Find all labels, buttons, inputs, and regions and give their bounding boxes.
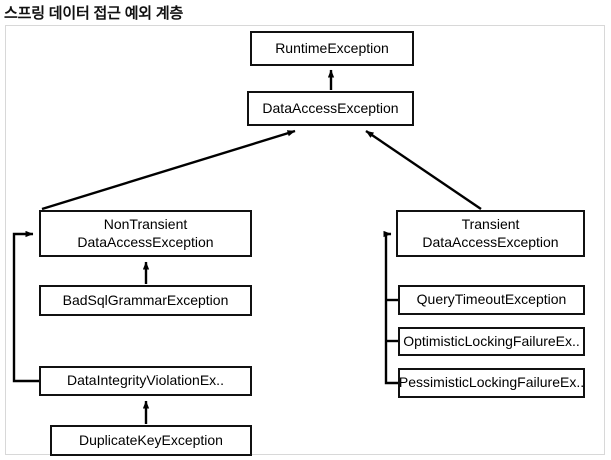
node-transient-data-access-exception[interactable]: Transient DataAccessException (396, 210, 585, 257)
node-label: QueryTimeoutException (416, 291, 567, 308)
node-label: RuntimeException (275, 39, 389, 56)
node-non-transient-data-access-exception[interactable]: NonTransient DataAccessException (39, 210, 252, 257)
edge-transient-to-dataaccess (365, 130, 482, 210)
node-optimistic-locking-failure-exception[interactable]: OptimisticLockingFailureEx.. (398, 327, 585, 356)
node-label: Transient DataAccessException (422, 216, 559, 250)
node-query-timeout-exception[interactable]: QueryTimeoutException (398, 285, 585, 315)
page-title: 스프링 데이터 접근 예외 계층 (4, 5, 184, 22)
edge-transient-trunk (383, 230, 398, 385)
edge-dataintegrity-to-nontransient (12, 230, 39, 383)
node-duplicate-key-exception[interactable]: DuplicateKeyException (50, 425, 252, 456)
node-label: PessimisticLockingFailureEx.. (398, 374, 585, 391)
node-label: NonTransient DataAccessException (77, 216, 214, 250)
node-label: DataIntegrityViolationEx.. (67, 372, 224, 389)
node-label: DataAccessException (262, 99, 399, 116)
node-data-access-exception[interactable]: DataAccessException (247, 91, 414, 126)
node-runtime-exception[interactable]: RuntimeException (250, 31, 414, 66)
node-label: BadSqlGrammarException (62, 291, 229, 308)
node-pessimistic-locking-failure-exception[interactable]: PessimisticLockingFailureEx.. (398, 368, 585, 398)
node-bad-sql-grammar-exception[interactable]: BadSqlGrammarException (39, 285, 252, 316)
node-label: DuplicateKeyException (79, 431, 223, 448)
node-label: OptimisticLockingFailureEx.. (403, 332, 580, 349)
node-data-integrity-violation-exception[interactable]: DataIntegrityViolationEx.. (39, 366, 252, 396)
edge-nontransient-to-dataaccess (41, 129, 296, 211)
